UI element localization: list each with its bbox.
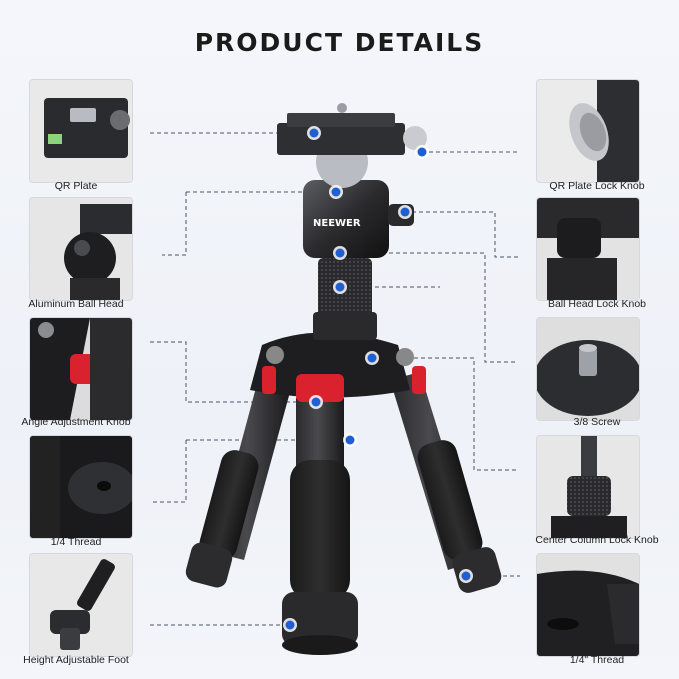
feature-markers [283, 126, 473, 632]
leg-hub [250, 332, 426, 402]
ball-head-label: Aluminum Ball Head [28, 298, 124, 310]
feature-marker [309, 128, 319, 138]
feature-marker [331, 187, 341, 197]
center-column-label: Center Column Lock Knob [535, 534, 659, 546]
three-eighths-screw-thumbnail [537, 318, 639, 420]
feature-marker [311, 397, 321, 407]
brand-logo: NEEWER [313, 218, 361, 229]
qr-plate-label: QR Plate [54, 180, 98, 192]
center-column-thumbnail [537, 436, 639, 538]
adjustable-foot-label: Height Adjustable Foot [23, 654, 129, 666]
ball-head-thumbnail [30, 198, 132, 300]
feature-marker [285, 620, 295, 630]
ball-lock-knob-label: Ball Head Lock Knob [547, 298, 647, 310]
qr-plate [277, 103, 427, 155]
tripod-legs [185, 372, 502, 655]
quarter-thread-thumbnail [30, 436, 132, 538]
ball-lock-knob-thumbnail [537, 198, 639, 300]
lock-knob-label: QR Plate Lock Knob [549, 180, 645, 192]
feature-marker [461, 571, 471, 581]
angle-knob-thumbnail [30, 318, 132, 420]
page-title: PRODUCT DETAILS [194, 28, 485, 57]
adjustable-foot-thumbnail [30, 554, 132, 656]
feature-marker [335, 248, 345, 258]
angle-knob-label: Angle Adjustment Knob [21, 416, 131, 428]
three-eighths-screw-label: 3/8 Screw [573, 416, 621, 428]
quarter-inch-thread-label: 1/4" Thread [569, 654, 625, 666]
feature-marker [367, 353, 377, 363]
quarter-thread-label: 1/4 Thread [50, 536, 102, 548]
feature-marker [335, 282, 345, 292]
feature-marker [345, 435, 355, 445]
feature-marker [417, 147, 427, 157]
lock-knob-thumbnail [537, 80, 639, 182]
feature-marker [400, 207, 410, 217]
qr-plate-thumbnail [30, 80, 132, 182]
quarter-inch-thread-thumbnail [537, 554, 639, 656]
